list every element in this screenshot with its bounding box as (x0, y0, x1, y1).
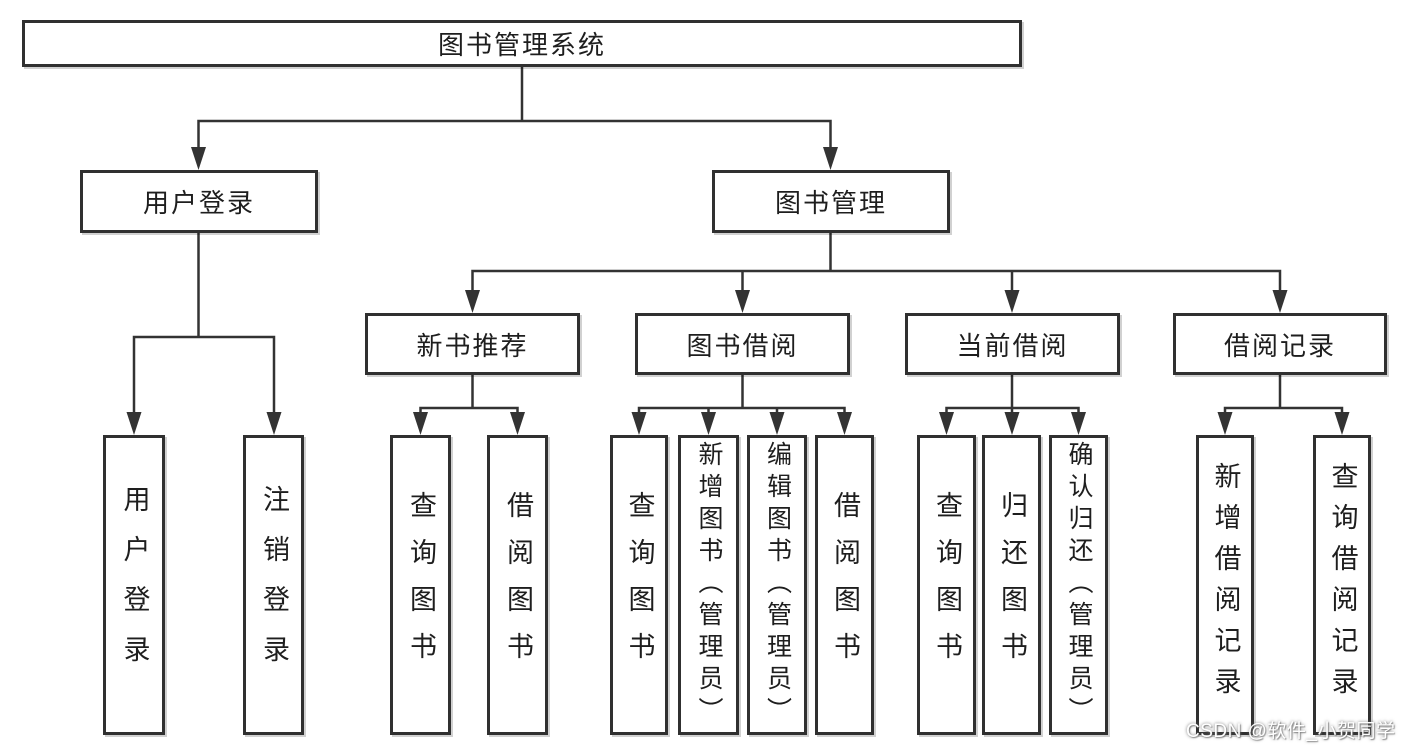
node-leaf-borrow-query-books: 查询图书 (610, 435, 668, 735)
arrow-down-icon (1004, 412, 1020, 435)
node-leaf-current-query-books-label: 查询图书 (932, 491, 962, 679)
edge-records-to-leaves (1223, 375, 1344, 413)
node-leaf-user-login-label: 用户登录 (119, 485, 150, 685)
edge-bookmgmt-to-level3 (471, 233, 1282, 291)
arrow-down-icon (1004, 290, 1020, 313)
tree-edges (132, 67, 1344, 413)
node-leaf-current-return-books: 归还图书 (982, 435, 1041, 735)
node-leaf-borrow-add-books-label: 新增图书（管理员） (695, 441, 723, 729)
edge-currentborrow-to-leaves (945, 375, 1080, 413)
edge-bookborrow-to-leaves (637, 375, 846, 413)
arrow-down-icon (735, 290, 750, 313)
node-borrow-records: 借阅记录 (1173, 313, 1387, 375)
node-leaf-borrow-edit-books-label: 编辑图书（管理员） (763, 441, 792, 729)
node-leaf-user-login: 用户登录 (103, 435, 165, 735)
arrow-down-icon (1217, 412, 1233, 435)
edge-root-to-level2 (197, 67, 832, 148)
node-leaf-current-confirm-return: 确认归还（管理员） (1049, 435, 1108, 735)
arrow-down-icon (266, 412, 282, 435)
node-book-management-label: 图书管理 (774, 188, 887, 218)
watermark: CSDN @软件_小贺同学 (1186, 721, 1396, 742)
arrow-down-icon (465, 290, 480, 313)
node-leaf-current-query-books: 查询图书 (917, 435, 976, 735)
node-leaf-current-confirm-return-label: 确认归还（管理员） (1065, 441, 1093, 729)
node-book-management: 图书管理 (712, 170, 950, 233)
node-leaf-borrow-borrow-books: 借阅图书 (815, 435, 874, 735)
node-leaf-borrow-borrow-books-label: 借阅图书 (830, 491, 860, 679)
arrow-down-icon (510, 412, 525, 435)
node-current-borrow-label: 当前借阅 (956, 330, 1069, 361)
node-leaf-records-add: 新增借阅记录 (1196, 435, 1254, 735)
node-new-book-recommend-label: 新书推荐 (416, 330, 529, 361)
node-book-borrow-label: 图书借阅 (686, 330, 799, 361)
arrow-down-icon (939, 412, 954, 435)
arrowheads (126, 147, 1350, 435)
node-user-login: 用户登录 (80, 170, 318, 233)
node-leaf-recommend-borrow-books-label: 借阅图书 (503, 491, 533, 679)
node-leaf-recommend-query-books: 查询图书 (390, 435, 451, 735)
arrow-down-icon (701, 412, 716, 435)
node-leaf-borrow-edit-books: 编辑图书（管理员） (747, 435, 807, 735)
arrow-down-icon (1334, 412, 1350, 435)
node-book-borrow: 图书借阅 (635, 313, 850, 375)
node-leaf-records-add-label: 新增借阅记录 (1210, 462, 1241, 708)
node-leaf-records-query: 查询借阅记录 (1313, 435, 1371, 735)
arrow-down-icon (837, 412, 852, 435)
arrow-down-icon (1272, 290, 1288, 313)
node-root-label: 图书管理系统 (437, 30, 606, 60)
node-leaf-recommend-borrow-books: 借阅图书 (487, 435, 548, 735)
node-leaf-borrow-query-books-label: 查询图书 (624, 491, 655, 679)
node-new-book-recommend: 新书推荐 (365, 313, 580, 375)
node-leaf-records-query-label: 查询借阅记录 (1327, 462, 1358, 708)
arrow-down-icon (413, 412, 428, 435)
arrow-down-icon (126, 412, 142, 435)
node-user-login-label: 用户登录 (142, 188, 255, 218)
arrow-down-icon (191, 147, 206, 170)
node-current-borrow: 当前借阅 (905, 313, 1120, 375)
node-leaf-borrow-add-books: 新增图书（管理员） (678, 435, 739, 735)
arrow-down-icon (1071, 412, 1086, 435)
arrow-down-icon (823, 147, 838, 170)
node-leaf-recommend-query-books-label: 查询图书 (406, 491, 436, 679)
node-root: 图书管理系统 (22, 20, 1022, 67)
edge-userlogin-to-leaves (132, 233, 276, 413)
edge-recommend-to-leaves (419, 375, 519, 413)
arrow-down-icon (631, 412, 647, 435)
node-leaf-current-return-books-label: 归还图书 (997, 491, 1027, 679)
node-borrow-records-label: 借阅记录 (1223, 330, 1336, 361)
node-leaf-logout: 注销登录 (243, 435, 304, 735)
arrow-down-icon (769, 412, 785, 435)
node-leaf-logout-label: 注销登录 (259, 485, 289, 685)
